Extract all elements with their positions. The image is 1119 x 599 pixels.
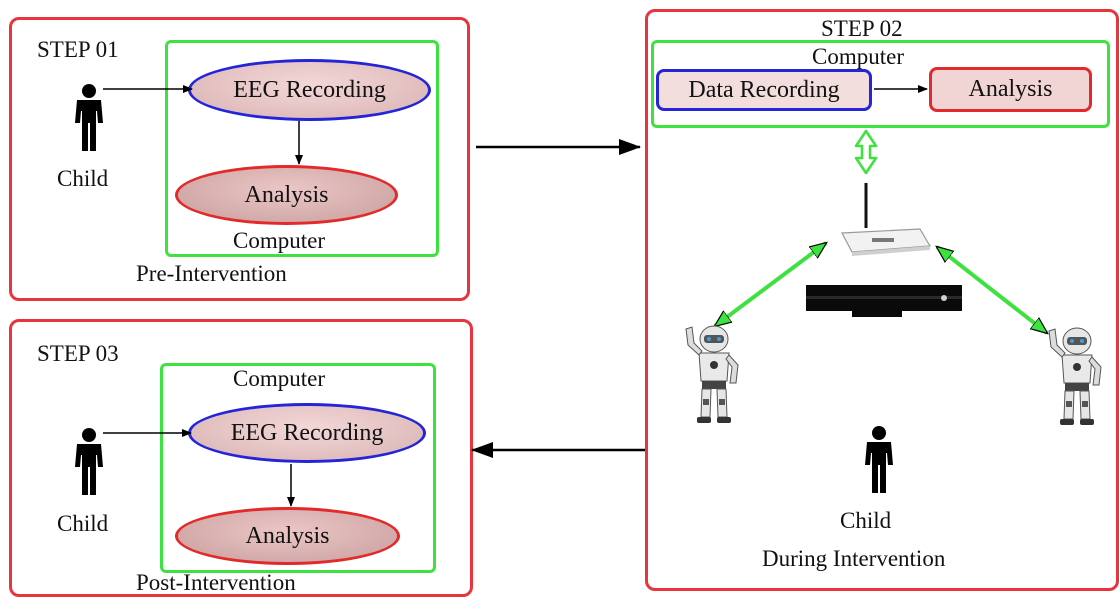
step-02-label: STEP 02: [821, 16, 903, 41]
step-01-phase-label: Pre-Intervention: [136, 261, 287, 286]
step-01-eeg-label: EEG Recording: [233, 76, 386, 103]
step-03-eeg-label: EEG Recording: [230, 419, 384, 446]
step-02-data-recording-node: Data Recording: [656, 69, 872, 111]
step-02-child-label: Child: [840, 508, 892, 533]
step-01-analysis-node: Analysis: [175, 165, 398, 225]
router-to-left-robot-link: [715, 241, 826, 328]
sensor-bar-icon: [806, 285, 962, 317]
step-01-analysis-label: Analysis: [244, 181, 329, 208]
router-to-right-robot-link: [937, 247, 1047, 333]
step-01-panel: [9, 17, 470, 301]
step-02-panel: [645, 9, 1119, 591]
step-02-analysis-label: Analysis: [968, 76, 1053, 102]
step-02-computer-label: Computer: [812, 44, 904, 69]
right-robot-icon: [1048, 327, 1102, 426]
step-02-computer-box: [651, 40, 1110, 128]
step-03-panel: [9, 319, 473, 597]
step-02-data-recording-label: Data Recording: [688, 76, 840, 103]
computer-router-link-icon: [854, 129, 878, 175]
step-02-phase-label: During Intervention: [762, 546, 946, 571]
step-03-label: STEP 03: [37, 341, 119, 366]
step-01-computer-label: Computer: [233, 228, 325, 253]
step-03-phase-label: Post-Intervention: [136, 570, 296, 595]
wifi-router-icon: [841, 183, 932, 256]
step-01-eeg-recording-node: EEG Recording: [188, 59, 431, 121]
step-03-analysis-node: Analysis: [175, 507, 400, 565]
step-01-child-label: Child: [57, 166, 109, 191]
step-03-child-label: Child: [57, 511, 109, 536]
step-01-person-icon: [75, 84, 103, 151]
step-02-analysis-node: Analysis: [929, 67, 1092, 112]
step-03-computer-box: [160, 363, 436, 573]
step-03-eeg-recording-node: EEG Recording: [188, 403, 426, 463]
left-robot-icon: [685, 325, 739, 424]
step-02-person-icon: [865, 426, 893, 493]
step-01-computer-box: [165, 40, 439, 257]
step-03-person-icon: [75, 428, 103, 495]
step-03-analysis-label: Analysis: [245, 522, 330, 549]
step-01-label: STEP 01: [37, 37, 119, 62]
step-03-computer-label: Computer: [233, 366, 325, 391]
